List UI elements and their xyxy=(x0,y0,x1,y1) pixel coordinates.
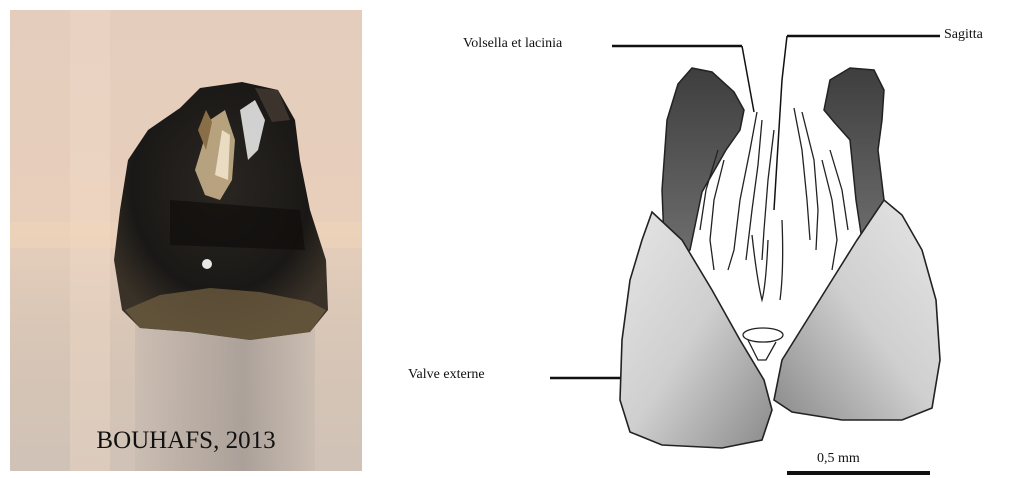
genitalia-drawing: Volsella et lacinia Sagitta Valve extern… xyxy=(362,0,1017,478)
leader-volsella-bend xyxy=(742,46,754,112)
left-horn xyxy=(662,68,744,260)
photo-credit: BOUHAFS, 2013 xyxy=(10,427,362,455)
leader-sagitta-bend xyxy=(774,36,787,210)
scale-bar-label: 0,5 mm xyxy=(817,451,860,467)
label-valve-externe: Valve externe xyxy=(408,367,485,383)
label-sagitta: Sagitta xyxy=(944,27,983,43)
right-valve xyxy=(774,200,940,420)
specimen-photo: BOUHAFS, 2013 xyxy=(10,10,362,471)
specimen-photo-image xyxy=(10,10,362,471)
genitalia-drawing-image xyxy=(362,0,1017,478)
label-volsella-lacinia: Volsella et lacinia xyxy=(463,36,562,52)
